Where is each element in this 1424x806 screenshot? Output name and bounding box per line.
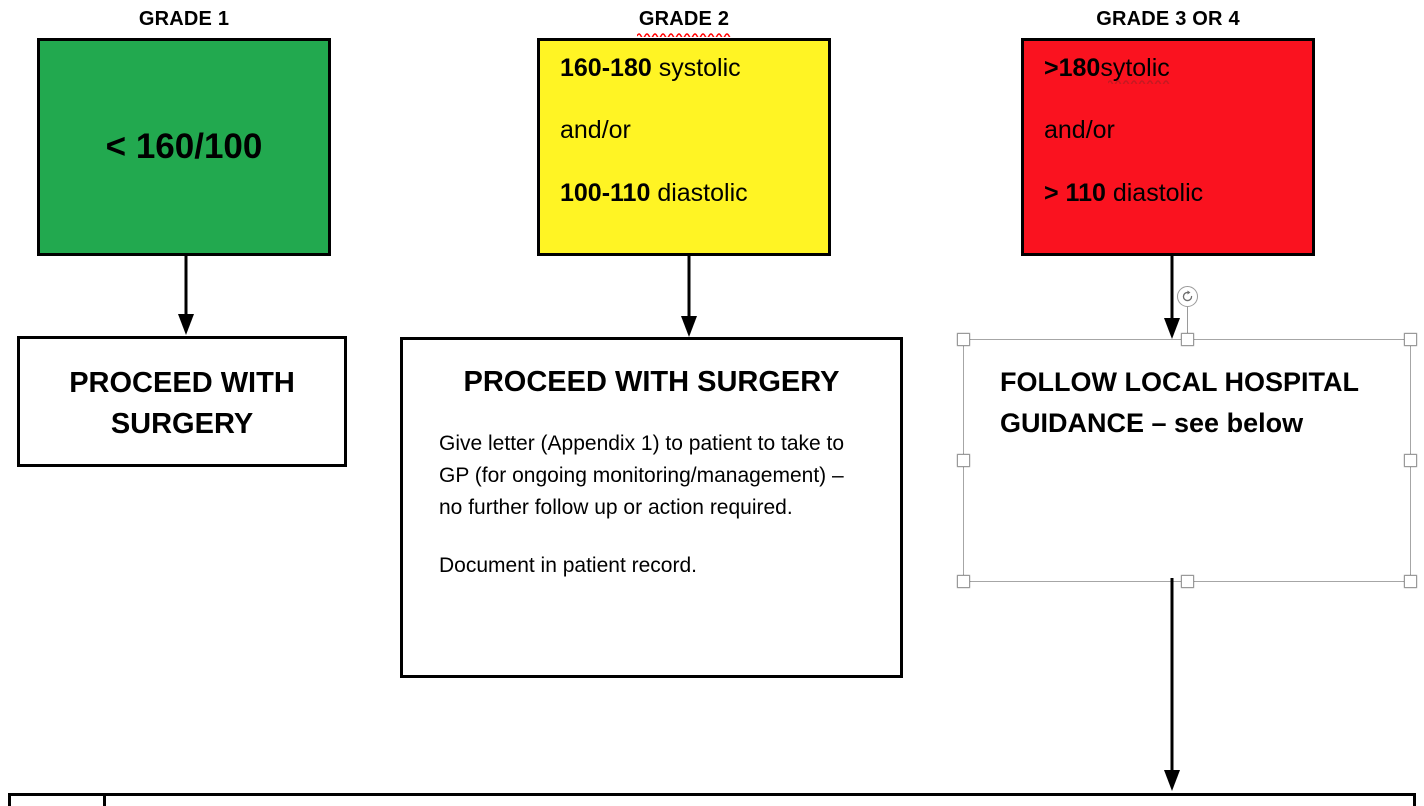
grade-1-bp-box[interactable]: < 160/100 bbox=[37, 38, 331, 256]
arrow-grade-2-to-action bbox=[679, 256, 699, 338]
arrow-grade-1-to-action bbox=[176, 256, 196, 336]
arrow-guidance-to-table bbox=[1162, 578, 1182, 793]
grade-3-or-4-bp-box[interactable]: >180 sytolic and/or > 110 diastolic bbox=[1021, 38, 1315, 256]
grade-3-or-4-action-title: FOLLOW LOCAL HOSPITAL GUIDANCE – see bel… bbox=[1000, 367, 1359, 439]
grade-2-criteria-list: 160-180 systolic and/or 100-110 diastoli… bbox=[560, 55, 820, 206]
grade-2-action-box[interactable]: PROCEED WITH SURGERY Give letter (Append… bbox=[400, 337, 903, 678]
grade-3-or-4-criterion-conjunction: and/or bbox=[1044, 116, 1115, 145]
resize-handle-top-right[interactable] bbox=[1404, 333, 1417, 346]
arrow-grade-3-or-4-to-action bbox=[1162, 256, 1182, 340]
rotate-clockwise-icon[interactable] bbox=[1177, 286, 1198, 307]
grade-2-action-body-paragraph-1: Give letter (Appendix 1) to patient to t… bbox=[439, 432, 845, 519]
grade-1-action-title: PROCEED WITH SURGERY bbox=[69, 367, 295, 441]
spellcheck-underline-sytolic bbox=[1108, 79, 1170, 85]
grade-1-action-box[interactable]: PROCEED WITH SURGERY bbox=[17, 336, 347, 467]
grade-3-or-4-criteria-list: >180 sytolic and/or > 110 diastolic bbox=[1044, 55, 1304, 206]
grade-2-action-body-paragraph-2: Document in patient record. bbox=[439, 553, 697, 577]
grade-2-criterion-systolic: 160-180 systolic bbox=[560, 54, 741, 82]
resize-handle-middle-right[interactable] bbox=[1404, 454, 1417, 467]
column-header-grade-1-label: GRADE 1 bbox=[138, 8, 230, 30]
column-header-grade-2: GRADE 2 bbox=[537, 8, 831, 37]
grade-2-criterion-conjunction: and/or bbox=[560, 116, 631, 145]
grade-3-or-4-criterion-systolic: >180 sytolic bbox=[1044, 55, 1304, 85]
column-header-grade-2-label: GRADE 2 bbox=[636, 8, 731, 37]
rotation-handle-stem bbox=[1187, 307, 1188, 339]
column-header-grade-3-or-4-label: GRADE 3 OR 4 bbox=[1096, 8, 1240, 30]
spellcheck-underline-grade-2 bbox=[636, 32, 731, 37]
resize-handle-bottom-left[interactable] bbox=[957, 575, 970, 588]
resize-handle-bottom-right[interactable] bbox=[1404, 575, 1417, 588]
resize-handle-middle-left[interactable] bbox=[957, 454, 970, 467]
grade-3-or-4-criterion-diastolic: > 110 diastolic bbox=[1044, 178, 1204, 207]
bottom-table-fragment[interactable] bbox=[8, 793, 1416, 806]
grade-2-criterion-diastolic: 100-110 diastolic bbox=[560, 178, 748, 207]
bottom-table-column-divider bbox=[103, 796, 106, 806]
grade-3-or-4-systolic-word: sytolic bbox=[1100, 55, 1170, 85]
grade-2-bp-box[interactable]: 160-180 systolic and/or 100-110 diastoli… bbox=[537, 38, 831, 256]
grade-1-bp-value: < 160/100 bbox=[105, 127, 263, 166]
grade-2-action-title: PROCEED WITH SURGERY bbox=[463, 366, 840, 398]
column-header-grade-3-or-4: GRADE 3 OR 4 bbox=[1021, 8, 1315, 31]
column-header-grade-1: GRADE 1 bbox=[37, 8, 331, 31]
grade-3-or-4-action-box-selected[interactable]: FOLLOW LOCAL HOSPITAL GUIDANCE – see bel… bbox=[963, 339, 1411, 582]
resize-handle-top-center[interactable] bbox=[1181, 333, 1194, 346]
resize-handle-bottom-center[interactable] bbox=[1181, 575, 1194, 588]
grade-2-action-body: Give letter (Appendix 1) to patient to t… bbox=[439, 428, 870, 582]
resize-handle-top-left[interactable] bbox=[957, 333, 970, 346]
